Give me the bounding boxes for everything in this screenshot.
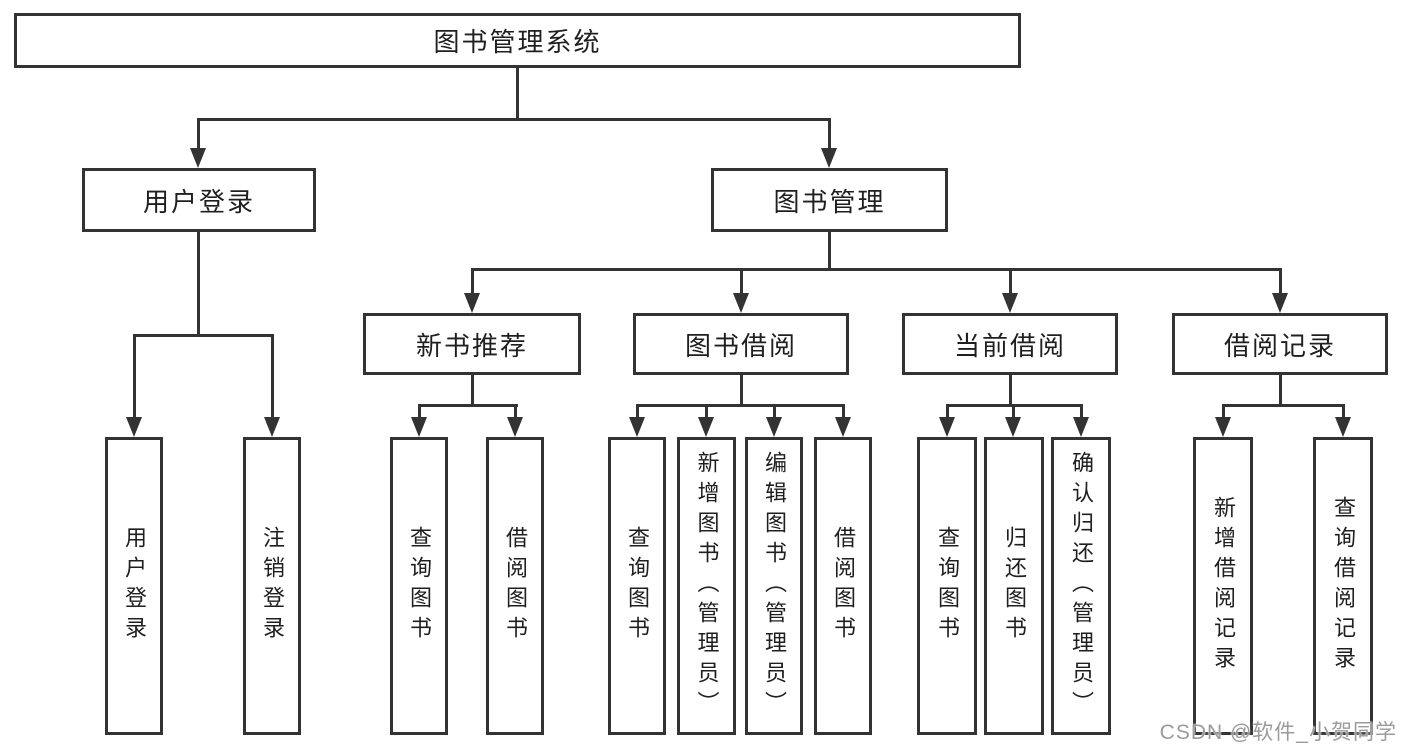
- arrowhead-down-icon: [464, 293, 480, 313]
- arrowhead-down-icon: [1335, 417, 1351, 437]
- connector-leaf-stem: [271, 334, 274, 418]
- arrowhead-down-icon: [821, 148, 837, 168]
- connector-leaf-stem: [133, 334, 136, 418]
- arrowhead-down-icon: [190, 148, 206, 168]
- node-user-login-label: 用户登录: [142, 186, 255, 217]
- connector-branch-stem: [1279, 268, 1282, 295]
- connector-leaf-stem: [773, 404, 776, 419]
- arrowhead-down-icon: [126, 417, 142, 437]
- arrowhead-down-icon: [835, 417, 851, 437]
- arrowhead-down-icon: [733, 293, 749, 313]
- arrowhead-down-icon: [1272, 293, 1288, 313]
- leaf-label: 借阅图书: [831, 526, 856, 646]
- connector-branch-stem: [471, 268, 474, 295]
- leaf-return-books: 归还图书: [984, 437, 1044, 735]
- connector-root-stem: [516, 66, 519, 120]
- connector-level2-hline: [471, 268, 1282, 271]
- node-book-management-label: 图书管理: [773, 186, 886, 217]
- connector-hline: [418, 404, 518, 407]
- leaf-user-login: 用户登录: [105, 437, 163, 735]
- connector-down: [1279, 375, 1282, 406]
- leaf-borrow-books-new-book: 借阅图书: [486, 437, 544, 735]
- node-borrowing-records-label: 借阅记录: [1223, 330, 1336, 361]
- node-new-book-recommendation: 新书推荐: [363, 313, 581, 375]
- leaf-label: 注销登录: [260, 526, 285, 646]
- connector-leaf-stem: [1080, 404, 1083, 419]
- leaf-label: 查询图书: [407, 526, 432, 646]
- node-root-label: 图书管理系统: [433, 27, 602, 57]
- leaf-query-books-borrowing: 查询图书: [608, 437, 666, 735]
- arrowhead-down-icon: [698, 417, 714, 437]
- arrowhead-down-icon: [939, 417, 955, 437]
- connector-hline: [1222, 404, 1345, 407]
- connector-leaf-stem: [1222, 404, 1225, 419]
- connector-leaf-stem: [1342, 404, 1345, 419]
- watermark: CSDN @软件_小贺同学: [1159, 721, 1397, 744]
- connector-hline: [636, 404, 845, 407]
- leaf-confirm-return-admin: 确认归还（管理员）: [1051, 437, 1111, 735]
- arrowhead-down-icon: [1073, 417, 1089, 437]
- leaf-label: 用户登录: [122, 526, 147, 646]
- connector-book-mgmt-down: [828, 232, 831, 271]
- leaf-query-books-current: 查询图书: [917, 437, 977, 735]
- leaf-label: 归还图书: [1002, 526, 1027, 646]
- connector-level1-hline: [197, 118, 830, 121]
- arrowhead-down-icon: [766, 417, 782, 437]
- connector-leaf-stem: [705, 404, 708, 419]
- connector-leaf-stem: [636, 404, 639, 419]
- leaf-query-books-new-book: 查询图书: [390, 437, 448, 735]
- arrowhead-down-icon: [1005, 417, 1021, 437]
- leaf-label: 新增借阅记录: [1211, 496, 1236, 676]
- arrowhead-down-icon: [629, 417, 645, 437]
- connector-down: [1009, 375, 1012, 406]
- node-book-borrowing-label: 图书借阅: [684, 330, 797, 361]
- node-new-book-recommendation-label: 新书推荐: [415, 330, 528, 361]
- leaf-logout: 注销登录: [243, 437, 301, 735]
- leaf-label: 确认归还（管理员）: [1069, 451, 1094, 721]
- leaf-add-books-admin: 新增图书（管理员）: [677, 437, 736, 735]
- node-book-borrowing: 图书借阅: [633, 313, 849, 375]
- leaf-label: 查询图书: [935, 526, 960, 646]
- connector-branch-stem: [1009, 268, 1012, 295]
- leaf-label: 新增图书（管理员）: [694, 451, 720, 721]
- connector-leaf-stem: [1012, 404, 1015, 419]
- node-current-borrowing-label: 当前借阅: [953, 330, 1066, 361]
- connector-leaf-stem: [514, 404, 517, 419]
- connector-down: [740, 375, 743, 406]
- leaf-label: 查询借阅记录: [1331, 496, 1356, 676]
- connector-leaf-stem: [946, 404, 949, 419]
- connector-leaf-stem: [842, 404, 845, 419]
- node-root: 图书管理系统: [14, 13, 1021, 68]
- leaf-label: 编辑图书（管理员）: [762, 451, 787, 721]
- connector-book-mgmt-stem: [828, 118, 831, 151]
- connector-user-login-down: [197, 232, 200, 336]
- leaf-borrow-books-borrowing: 借阅图书: [814, 437, 872, 735]
- leaf-label: 借阅图书: [503, 526, 528, 646]
- connector-down: [471, 375, 474, 406]
- node-borrowing-records: 借阅记录: [1172, 313, 1388, 375]
- arrowhead-down-icon: [1215, 417, 1231, 437]
- leaf-add-borrow-record: 新增借阅记录: [1193, 437, 1253, 735]
- connector-user-login-hline: [133, 334, 274, 337]
- arrowhead-down-icon: [264, 417, 280, 437]
- leaf-query-borrow-record: 查询借阅记录: [1313, 437, 1373, 735]
- arrowhead-down-icon: [1002, 293, 1018, 313]
- node-user-login: 用户登录: [82, 168, 316, 232]
- node-current-borrowing: 当前借阅: [902, 313, 1118, 375]
- leaf-edit-books-admin: 编辑图书（管理员）: [745, 437, 803, 735]
- connector-leaf-stem: [418, 404, 421, 419]
- arrowhead-down-icon: [507, 417, 523, 437]
- connector-user-login-stem: [197, 118, 200, 151]
- node-book-management: 图书管理: [711, 168, 948, 232]
- connector-branch-stem: [740, 268, 743, 295]
- leaf-label: 查询图书: [625, 526, 650, 646]
- arrowhead-down-icon: [411, 417, 427, 437]
